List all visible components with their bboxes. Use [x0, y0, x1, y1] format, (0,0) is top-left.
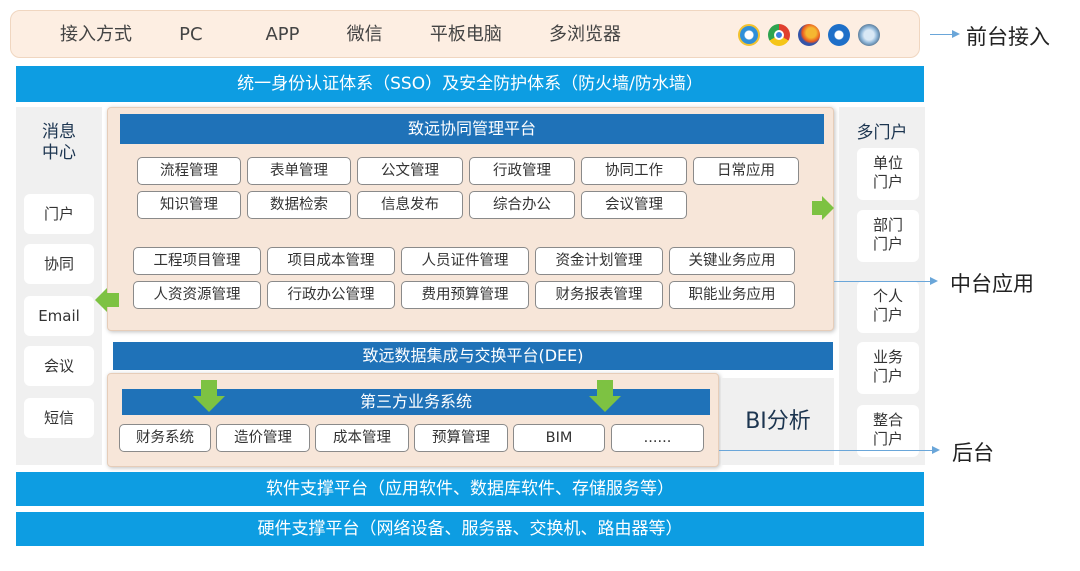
system-costing: 造价管理: [216, 424, 310, 452]
module-key-business: 关键业务应用: [669, 247, 795, 275]
module-collab-work: 协同工作: [581, 157, 687, 185]
arrow-down-right-stem: [597, 380, 613, 396]
module-process: 流程管理: [137, 157, 241, 185]
arrow-down-right: [589, 396, 621, 412]
safari-icon: [858, 24, 880, 46]
message-item-portal: 门户: [24, 194, 94, 234]
software-support-bar: 软件支撑平台（应用软件、数据库软件、存储服务等）: [16, 472, 924, 506]
browser-icons: [738, 24, 880, 46]
message-center-title: 消息 中心: [42, 122, 76, 163]
core-platform-title: 致远协同管理平台: [120, 114, 824, 144]
back-label: 后台: [952, 441, 994, 465]
arrow-left-to-messages: [95, 288, 107, 312]
module-daily-apps: 日常应用: [693, 157, 799, 185]
sso-bar: 统一身份认证体系（SSO）及安全防护体系（防火墙/防水墙）: [16, 66, 924, 102]
message-item-sms: 短信: [24, 398, 94, 438]
middle-connector: [834, 281, 930, 282]
system-budget: 预算管理: [414, 424, 508, 452]
front-access-label: 前台接入: [966, 25, 1050, 49]
front-access-connector: [930, 34, 952, 35]
portal-business: 业务 门户: [857, 342, 919, 394]
module-general-office: 综合办公: [469, 191, 575, 219]
module-project-cost: 项目成本管理: [267, 247, 395, 275]
portal-department: 部门 门户: [857, 210, 919, 262]
arrow-down-left-stem: [201, 380, 217, 396]
system-bim: BIM: [513, 424, 605, 452]
arrow-right-to-portals: [822, 196, 834, 220]
portal-integrated: 整合 门户: [857, 405, 919, 457]
message-item-meeting: 会议: [24, 346, 94, 386]
module-data-search: 数据检索: [247, 191, 351, 219]
portal-unit: 单位 门户: [857, 148, 919, 200]
module-fund-plan: 资金计划管理: [535, 247, 663, 275]
browser-blue-icon: [828, 24, 850, 46]
dee-bar: 致远数据集成与交换平台(DEE): [113, 342, 833, 370]
system-more: ......: [611, 424, 704, 452]
module-knowledge: 知识管理: [137, 191, 241, 219]
front-access-arrowhead: [952, 30, 960, 38]
middle-arrowhead: [930, 277, 938, 285]
module-engineering-project: 工程项目管理: [133, 247, 261, 275]
module-financial-report: 财务报表管理: [535, 281, 663, 309]
back-connector: [719, 450, 932, 451]
module-admin-office: 行政办公管理: [267, 281, 395, 309]
module-admin: 行政管理: [469, 157, 575, 185]
firefox-icon: [798, 24, 820, 46]
arrow-right-stem: [812, 201, 822, 215]
message-item-email: Email: [24, 296, 94, 336]
module-personnel-cert: 人员证件管理: [401, 247, 529, 275]
message-item-collab: 协同: [24, 244, 94, 284]
module-form: 表单管理: [247, 157, 351, 185]
back-arrowhead: [932, 446, 940, 454]
hardware-support-bar: 硬件支撑平台（网络设备、服务器、交换机、路由器等）: [16, 512, 924, 546]
middle-label: 中台应用: [950, 272, 1034, 296]
module-meeting-mgmt: 会议管理: [581, 191, 687, 219]
arrow-down-left: [193, 396, 225, 412]
module-document: 公文管理: [357, 157, 463, 185]
module-expense-budget: 费用预算管理: [401, 281, 529, 309]
bi-analysis: BI分析: [722, 378, 834, 465]
access-methods-text: 接入方式 PC APP 微信 平板电脑 多浏览器: [60, 24, 621, 45]
system-cost-mgmt: 成本管理: [315, 424, 409, 452]
portals-title: 多门户: [856, 123, 908, 143]
module-info-publish: 信息发布: [357, 191, 463, 219]
module-hr-resources: 人资资源管理: [133, 281, 261, 309]
chrome-icon: [768, 24, 790, 46]
portal-personal: 个人 门户: [857, 281, 919, 333]
ie-icon: [738, 24, 760, 46]
arrow-left-stem: [107, 293, 119, 307]
module-functional-business: 职能业务应用: [669, 281, 795, 309]
backend-box: [107, 373, 719, 467]
system-finance: 财务系统: [119, 424, 211, 452]
